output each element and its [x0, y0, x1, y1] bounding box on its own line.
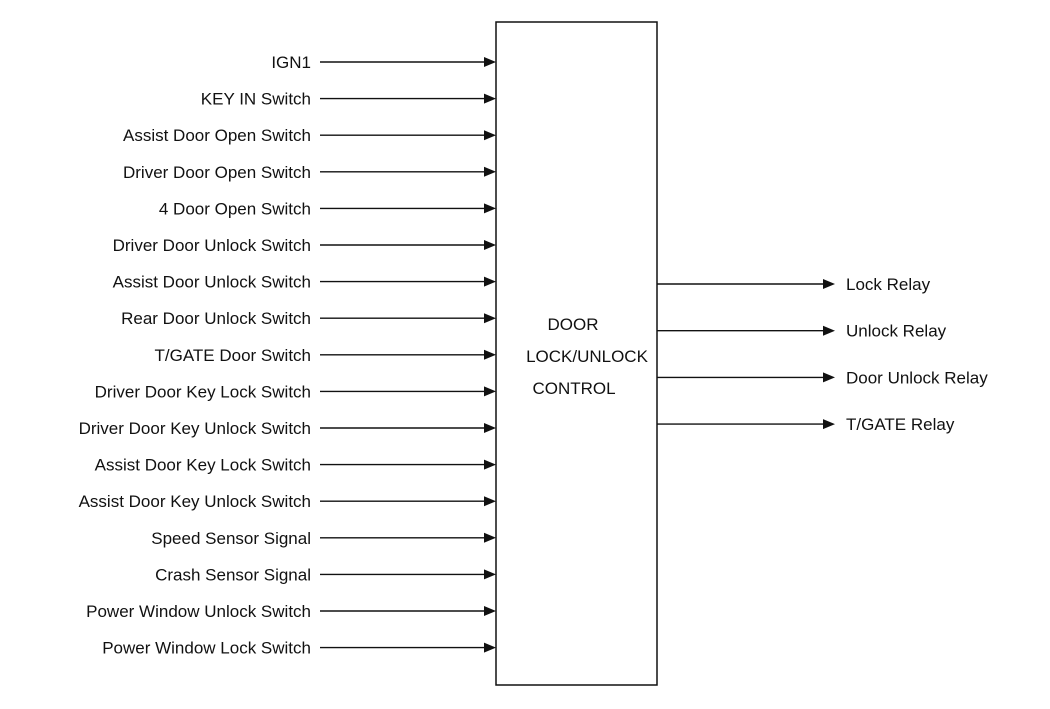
input-arrowhead-crash-sensor-signal	[484, 569, 496, 580]
input-arrowhead-assist-door-key-lock-switch	[484, 459, 496, 470]
input-label-driver-door-open-switch: Driver Door Open Switch	[123, 163, 311, 182]
control-unit-label-line-3: CONTROL	[532, 379, 615, 398]
input-label-driver-door-key-lock-switch: Driver Door Key Lock Switch	[95, 382, 311, 401]
input-arrowhead-driver-door-key-unlock-switch	[484, 423, 496, 433]
input-label-crash-sensor-signal: Crash Sensor Signal	[155, 565, 311, 584]
input-label-assist-door-key-lock-switch: Assist Door Key Lock Switch	[95, 456, 311, 475]
input-arrowhead-assist-door-open-switch	[484, 130, 496, 141]
input-arrowhead-power-window-unlock-switch	[484, 606, 496, 616]
input-arrowhead-4-door-open-switch	[484, 203, 496, 214]
input-arrowhead-driver-door-open-switch	[484, 166, 496, 177]
control-unit-box	[495, 21, 658, 686]
output-arrowhead-t-gate-relay	[823, 419, 835, 430]
input-arrowhead-rear-door-unlock-switch	[484, 313, 496, 324]
input-label-power-window-lock-switch: Power Window Lock Switch	[102, 639, 311, 658]
input-arrowhead-power-window-lock-switch	[484, 642, 496, 653]
input-arrowhead-driver-door-key-lock-switch	[484, 386, 496, 397]
input-arrowhead-assist-door-unlock-switch	[484, 276, 496, 287]
input-label-4-door-open-switch: 4 Door Open Switch	[159, 199, 311, 218]
input-arrowhead-driver-door-unlock-switch	[484, 240, 496, 250]
input-label-assist-door-open-switch: Assist Door Open Switch	[123, 126, 311, 145]
output-arrowhead-lock-relay	[823, 279, 835, 289]
input-arrowhead-speed-sensor-signal	[484, 532, 496, 543]
input-arrowhead-ign1	[484, 57, 496, 67]
output-label-door-unlock-relay: Door Unlock Relay	[846, 368, 988, 387]
input-arrowhead-assist-door-key-unlock-switch	[484, 496, 496, 507]
input-label-driver-door-key-unlock-switch: Driver Door Key Unlock Switch	[79, 419, 311, 438]
input-label-t-gate-door-switch: T/GATE Door Switch	[155, 346, 312, 365]
output-arrowhead-door-unlock-relay	[823, 372, 835, 383]
input-label-speed-sensor-signal: Speed Sensor Signal	[151, 529, 311, 548]
control-unit-label-line-2: LOCK/UNLOCK	[526, 347, 649, 366]
input-label-rear-door-unlock-switch: Rear Door Unlock Switch	[121, 309, 311, 328]
input-label-assist-door-unlock-switch: Assist Door Unlock Switch	[113, 273, 311, 292]
input-label-key-in-switch: KEY IN Switch	[201, 90, 311, 109]
input-label-power-window-unlock-switch: Power Window Unlock Switch	[86, 602, 311, 621]
output-label-t-gate-relay: T/GATE Relay	[846, 415, 955, 434]
input-arrowhead-key-in-switch	[484, 93, 496, 104]
control-unit-label-line-1: DOOR	[548, 315, 599, 334]
output-arrowhead-unlock-relay	[823, 325, 835, 336]
output-label-lock-relay: Lock Relay	[846, 275, 931, 294]
input-arrowhead-t-gate-door-switch	[484, 349, 496, 360]
output-label-unlock-relay: Unlock Relay	[846, 322, 947, 341]
input-label-driver-door-unlock-switch: Driver Door Unlock Switch	[113, 236, 311, 255]
input-label-ign1: IGN1	[271, 53, 311, 72]
input-label-assist-door-key-unlock-switch: Assist Door Key Unlock Switch	[79, 492, 311, 511]
